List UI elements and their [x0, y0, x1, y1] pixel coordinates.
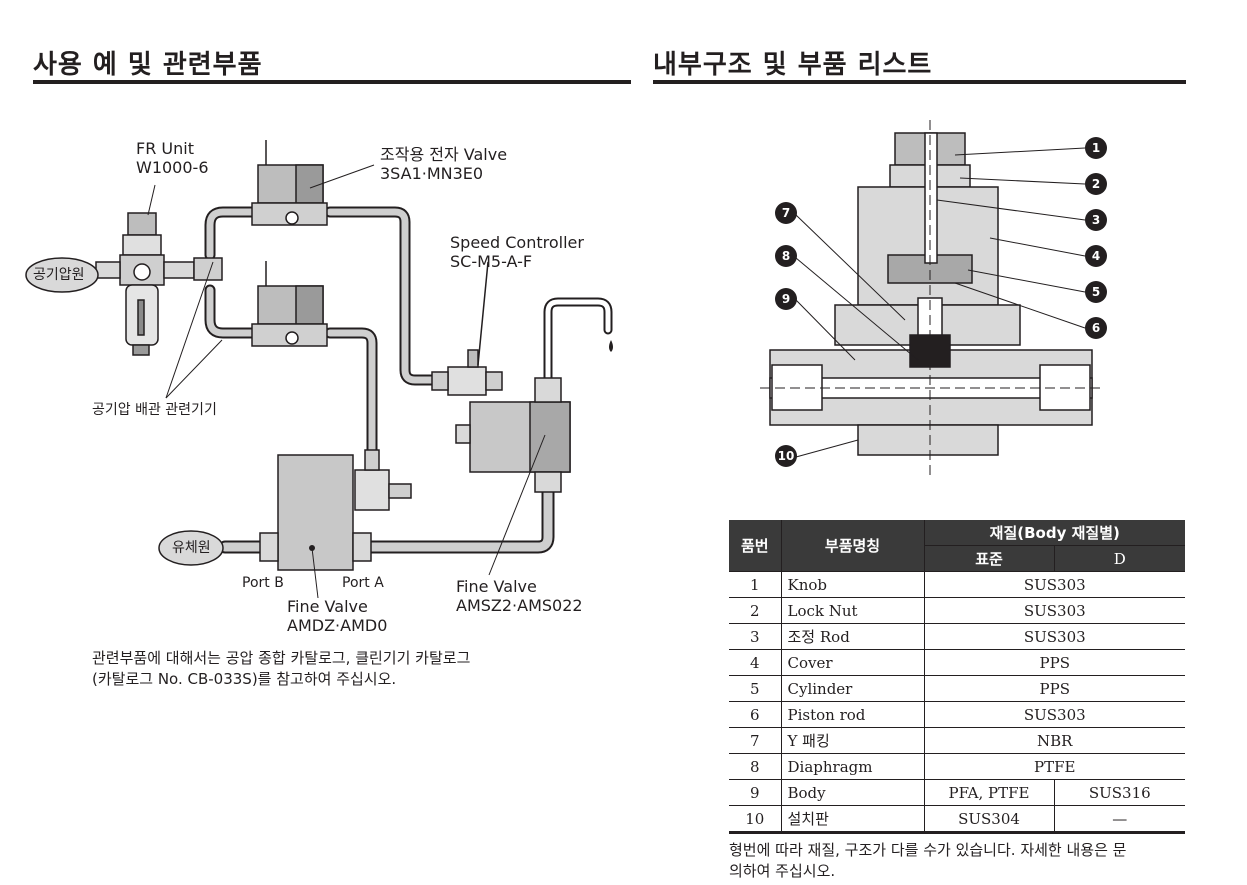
table-header-row: 품번 부품명칭 재질(Body 재질별): [729, 520, 1185, 572]
air-source-label: 공기압원: [33, 267, 85, 283]
cell-name: 조정 Rod: [781, 623, 925, 650]
cell-material-standard: SUS304: [924, 805, 1055, 834]
material-note-line1: 형번에 따라 재질, 구조가 다를 수가 있습니다. 자세한 내용은 문: [729, 841, 1127, 859]
table-row: 8 Diaphragm PTFE: [729, 753, 1185, 780]
header-part-name: 부품명칭: [781, 520, 925, 572]
cell-material: SUS303: [924, 571, 1185, 598]
table-row: 9 Body PFA, PTFE SUS316: [729, 779, 1185, 806]
cell-name: Y 패킹: [781, 727, 925, 754]
related-parts-note-line1: 관련부품에 대해서는 공압 종합 카탈로그, 클린기기 카탈로그: [92, 649, 471, 667]
cell-material: SUS303: [924, 701, 1185, 728]
cell-name: 설치판: [781, 805, 925, 834]
table-row: 1 Knob SUS303: [729, 571, 1185, 598]
cell-name: Diaphragm: [781, 753, 925, 780]
cell-name: Cylinder: [781, 675, 925, 702]
cell-material: NBR: [924, 727, 1185, 754]
table-row: 7 Y 패킹 NBR: [729, 727, 1185, 754]
callout-badge: 8: [775, 245, 797, 267]
table-row: 4 Cover PPS: [729, 649, 1185, 676]
fr-unit-model: W1000-6: [136, 158, 209, 177]
cell-no: 7: [729, 727, 782, 754]
cell-no: 1: [729, 571, 782, 598]
callout-badge: 1: [1085, 137, 1107, 159]
callout-badge: 10: [775, 445, 797, 467]
cell-material: PTFE: [924, 753, 1185, 780]
fine-valve-ams-label: Fine Valve: [456, 577, 537, 596]
parts-list-table: 품번 부품명칭 재질(Body 재질별) 표준 D 1 Knob SUS303 …: [729, 520, 1185, 834]
cell-name: Knob: [781, 571, 925, 598]
fr-unit-label: FR Unit: [136, 139, 194, 158]
header-standard: 표준: [924, 545, 1055, 572]
cell-material-d: —: [1054, 805, 1185, 834]
cell-name: Lock Nut: [781, 597, 925, 624]
solenoid-valve-label: 조작용 전자 Valve: [380, 145, 508, 164]
cell-material: SUS303: [924, 597, 1185, 624]
solenoid-valve-model: 3SA1·MN3E0: [380, 164, 484, 183]
title-rule-left: [33, 80, 631, 84]
cell-material-d: SUS316: [1054, 779, 1185, 806]
table-row: 10 설치판 SUS304 —: [729, 805, 1185, 834]
cell-no: 6: [729, 701, 782, 728]
title-rule-right: [653, 80, 1186, 84]
callout-badge: 2: [1085, 173, 1107, 195]
speed-controller-label: Speed Controller: [450, 233, 584, 252]
cell-name: Cover: [781, 649, 925, 676]
port-b-label: Port B: [242, 575, 284, 591]
callout-badge: 6: [1085, 317, 1107, 339]
piping-devices-label: 공기압 배관 관련기기: [92, 402, 217, 418]
table-row: 5 Cylinder PPS: [729, 675, 1185, 702]
cell-material: PPS: [924, 649, 1185, 676]
callout-badge: 5: [1085, 281, 1107, 303]
cell-name: Body: [781, 779, 925, 806]
cell-material-standard: PFA, PTFE: [924, 779, 1055, 806]
cell-no: 8: [729, 753, 782, 780]
cell-material: PPS: [924, 675, 1185, 702]
material-note-line2: 의하여 주십시오.: [729, 862, 836, 880]
header-d: D: [1054, 545, 1185, 572]
cell-material: SUS303: [924, 623, 1185, 650]
cell-no: 9: [729, 779, 782, 806]
cell-no: 10: [729, 805, 782, 834]
header-material: 재질(Body 재질별): [924, 520, 1185, 546]
callout-badge: 3: [1085, 209, 1107, 231]
cell-no: 4: [729, 649, 782, 676]
related-parts-note-line2: (카탈로그 No. CB-033S)를 참고하여 주십시오.: [92, 670, 397, 688]
fine-valve-amd-model: AMDZ·AMD0: [287, 616, 388, 635]
usage-example-diagram: [25, 140, 613, 599]
table-row: 2 Lock Nut SUS303: [729, 597, 1185, 624]
table-row: 6 Piston rod SUS303: [729, 701, 1185, 728]
cell-no: 3: [729, 623, 782, 650]
table-subheader-row: 표준 D: [729, 545, 1185, 572]
section-title-structure: 내부구조 및 부품 리스트: [653, 50, 933, 80]
cell-name: Piston rod: [781, 701, 925, 728]
cell-no: 5: [729, 675, 782, 702]
speed-controller-model: SC-M5-A-F: [450, 252, 533, 271]
fine-valve-amd-label: Fine Valve: [287, 597, 368, 616]
callout-badge: 9: [775, 288, 797, 310]
section-title-usage: 사용 예 및 관련부품: [33, 50, 263, 80]
fine-valve-ams-model: AMSZ2·AMS022: [456, 596, 583, 615]
callout-badge: 7: [775, 202, 797, 224]
header-part-no: 품번: [729, 520, 782, 572]
port-a-label: Port A: [342, 575, 384, 591]
table-row: 3 조정 Rod SUS303: [729, 623, 1185, 650]
cell-no: 2: [729, 597, 782, 624]
internal-structure-diagram: [760, 120, 1100, 478]
fluid-source-label: 유체원: [172, 540, 211, 556]
callout-badge: 4: [1085, 245, 1107, 267]
